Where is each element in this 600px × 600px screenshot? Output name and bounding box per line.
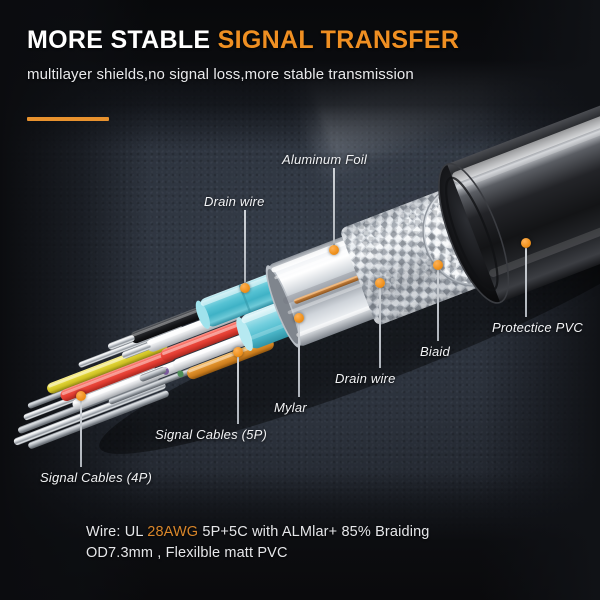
callout-dot: [521, 238, 531, 248]
callout-dot: [329, 245, 339, 255]
callout-dot: [375, 278, 385, 288]
spec-line1-prefix: Wire: UL: [86, 524, 148, 540]
callout-dot: [294, 313, 304, 323]
header-block: MORE STABLE SIGNAL TRANSFER multilayer s…: [27, 28, 587, 84]
callout-dot: [76, 391, 86, 401]
callout-leader-line: [379, 288, 381, 368]
callout-label-mylar: Mylar: [274, 400, 307, 415]
spec-line1-suffix: 5P+5C with ALMlar+ 85% Braiding: [198, 524, 430, 540]
callout-leader-line: [244, 210, 246, 288]
callout-label-aluminum-foil: Aluminum Foil: [282, 152, 367, 167]
page-subtitle: multilayer shields,no signal loss,more s…: [27, 66, 414, 83]
callout-leader-line: [525, 248, 527, 317]
spec-line-2: OD7.3mm , Flexilble matt PVC: [86, 545, 288, 561]
callout-leader-line: [437, 270, 439, 341]
callout-leader-line: [80, 401, 82, 467]
callout-label-drain-wire-top: Drain wire: [204, 194, 265, 209]
callout-leader-line: [333, 168, 335, 250]
callout-label-signal-cables-5p: Signal Cables (5P): [155, 427, 267, 442]
title-accent-part: SIGNAL TRANSFER: [217, 26, 460, 54]
callout-dot: [433, 260, 443, 270]
title-white-part: MORE STABLE: [27, 26, 211, 54]
callout-label-braid: Biaid: [420, 344, 450, 359]
spec-text: Wire: UL 28AWG 5P+5C with ALMlar+ 85% Br…: [86, 522, 556, 564]
callout-dot: [233, 347, 243, 357]
callout-label-signal-cables-4p: Signal Cables (4P): [40, 470, 152, 485]
callout-label-drain-wire-bottom: Drain wire: [335, 371, 396, 386]
page-title: MORE STABLE SIGNAL TRANSFER: [27, 28, 587, 53]
callout-leader-line: [237, 357, 239, 424]
callout-leader-line: [298, 323, 300, 397]
callout-label-protective-pvc: Protectice PVC: [492, 320, 583, 335]
background-left-fade: [0, 0, 150, 600]
accent-rule: [27, 117, 109, 121]
spec-awg-value: 28AWG: [147, 524, 199, 540]
spec-line-1: Wire: UL 28AWG 5P+5C with ALMlar+ 85% Br…: [86, 522, 556, 543]
callout-dot: [240, 283, 250, 293]
